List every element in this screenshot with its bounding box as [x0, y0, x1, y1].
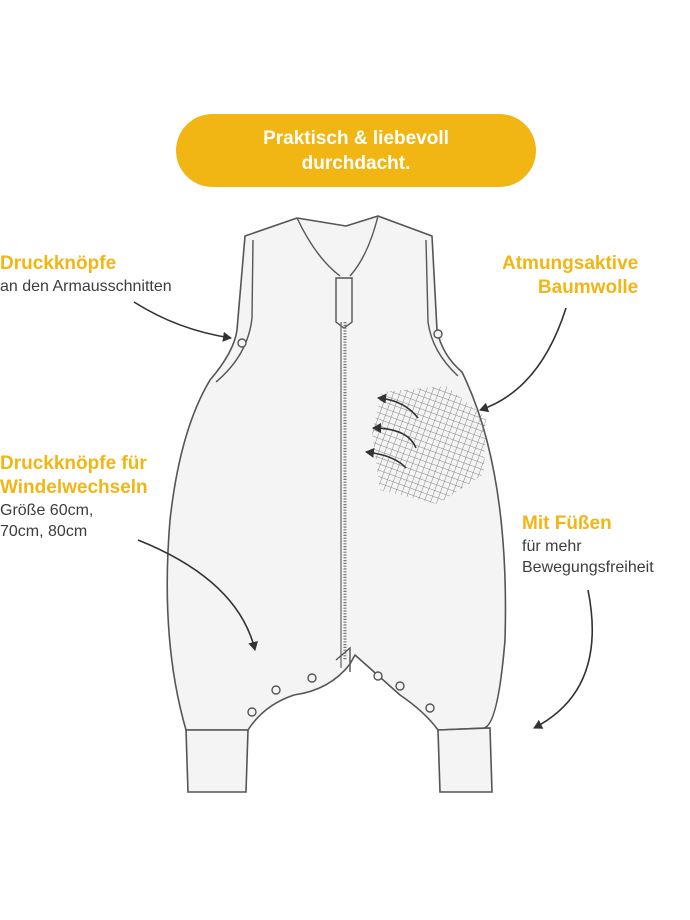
callout-arrow-diaper: [137, 539, 258, 651]
callout-arrow-feet: [533, 589, 594, 729]
zipper-tab: [335, 277, 353, 329]
headline-banner: Praktisch & liebevoll durchdacht.: [176, 114, 536, 187]
annotation-diaper-sub-2: 70cm, 80cm: [0, 523, 88, 540]
collar: [296, 215, 379, 277]
zipper-flap: [335, 646, 351, 672]
callout-arrow-arm-snaps: [133, 301, 232, 342]
snap-leg-2: [271, 685, 281, 695]
annotation-diaper-snaps: Druckknöpfe für Windelwechseln Größe 60c…: [0, 452, 148, 542]
callout-arrow-cotton: [479, 307, 567, 413]
snap-leg-3: [307, 673, 317, 683]
snap-leg-6: [425, 703, 435, 713]
annotation-feet-sub-1: für mehr: [522, 538, 582, 555]
right-foot-cuff: [437, 727, 493, 793]
snap-leg-1: [247, 707, 257, 717]
left-armhole-binding: [215, 239, 254, 383]
annotation-feet: Mit Füßen für mehr Bewegungsfreiheit: [522, 512, 654, 578]
snap-leg-4: [373, 671, 383, 681]
annotation-feet-heading: Mit Füßen: [522, 513, 612, 534]
left-foot-cuff: [185, 729, 249, 793]
annotation-diaper-sub-1: Größe 60cm,: [0, 502, 94, 519]
annotation-feet-sub-2: Bewegungsfreiheit: [522, 559, 654, 576]
headline-line-2: durchdacht.: [301, 152, 411, 174]
annotation-diaper-heading-2: Windelwechseln: [0, 477, 148, 498]
annotation-diaper-heading-1: Druckknöpfe für: [0, 453, 147, 474]
snap-right-arm: [433, 329, 443, 339]
airflow-arrow-3: [365, 447, 407, 469]
airflow-arrow-1: [377, 393, 419, 419]
annotation-cotton-heading-2: Baumwolle: [537, 277, 639, 298]
annotation-arm-snaps: Druckknöpfe an den Armausschnitten: [0, 252, 172, 297]
mesh-texture: [372, 386, 486, 504]
annotation-arm-snaps-heading: Druckknöpfe: [0, 253, 117, 274]
annotation-cotton-heading-1: Atmungsaktive: [502, 253, 639, 274]
annotation-cotton: Atmungsaktive Baumwolle: [502, 252, 638, 300]
snap-leg-5: [395, 681, 405, 691]
snap-left-arm: [237, 338, 247, 348]
headline-line-1: Praktisch & liebevoll: [263, 127, 449, 149]
airflow-arrow-2: [372, 423, 417, 449]
annotation-arm-snaps-sub: an den Armausschnitten: [0, 278, 172, 295]
right-armhole-binding: [425, 239, 459, 377]
